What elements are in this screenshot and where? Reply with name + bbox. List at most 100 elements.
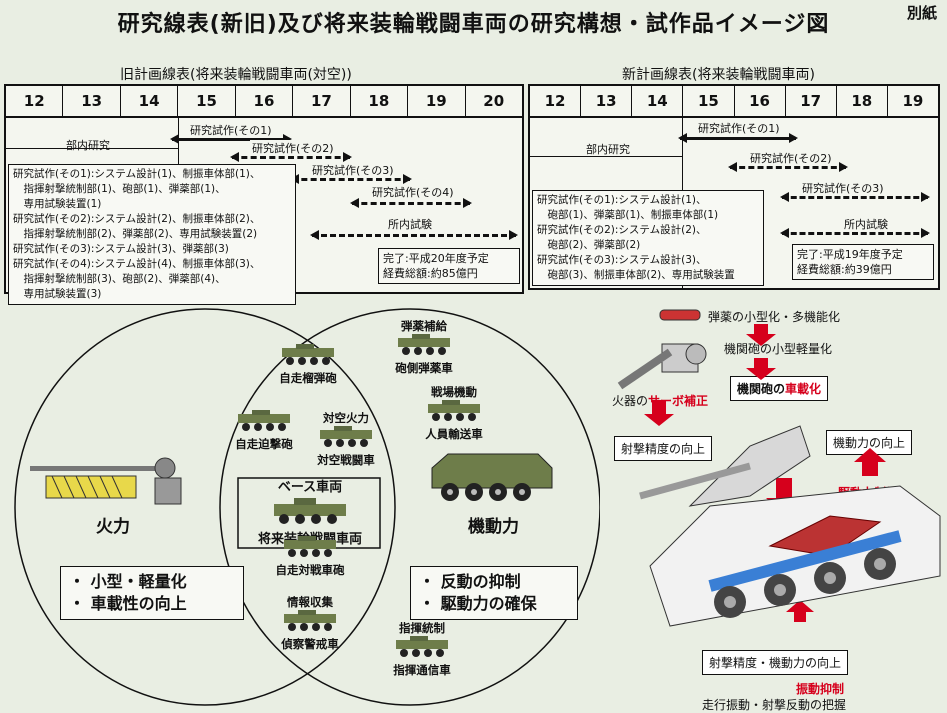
vehicle-item: 戦場機動人員輸送車 — [406, 384, 502, 442]
vehicle-group: 情報収集 — [287, 595, 333, 609]
old-year-15: 15 — [178, 86, 236, 116]
new-bar-label-3: 研究試作(その3) — [800, 180, 886, 196]
old-bar-1 — [170, 134, 292, 144]
firepower-points: ・ 小型・軽量化 ・ 車載性の向上 — [60, 566, 244, 620]
old-bar-3 — [290, 174, 412, 184]
gun-image — [30, 457, 182, 505]
accuracy-box: 射撃精度の向上 — [614, 436, 713, 461]
vehicle-group: 戦場機動 — [431, 385, 477, 399]
new-bar-3 — [780, 192, 930, 202]
vehicle-item: 自走榴弾砲 — [260, 344, 356, 386]
vehicle-group: 対空火力 — [323, 411, 369, 425]
vehicle-name: 人員輸送車 — [425, 427, 483, 441]
vehicle-item: 対空火力対空戦闘車 — [298, 410, 394, 468]
old-year-20: 20 — [483, 92, 505, 110]
old-bar-label-1: 研究試作(その1) — [188, 122, 274, 138]
vehicle-image — [238, 410, 290, 431]
new-bar-2 — [728, 162, 848, 172]
venn-diagram — [14, 308, 600, 706]
old-bar-label-2: 研究試作(その2) — [250, 140, 336, 156]
ammo-image — [659, 309, 701, 321]
new-completion: 完了:平成19年度予定経費総額:約39億円 — [792, 244, 934, 280]
vehicle-image — [284, 536, 336, 557]
new-year-17: 17 — [786, 86, 837, 116]
old-year-16: 16 — [236, 86, 294, 116]
firepower-label: 火力 — [96, 517, 130, 537]
appendix-tag: 別紙 — [906, 4, 937, 22]
new-bar-label-4: 所内試験 — [842, 216, 890, 232]
old-notes: 研究試作(その1):システム設計(1)、制振車体部(1)、 指揮射撃統制部(1)… — [8, 164, 296, 305]
new-plan-heading: 新計画線表(将来装輪戦闘車両) — [622, 67, 815, 83]
vehicle-name: 自走迫撃砲 — [235, 437, 293, 451]
mobility-points: ・ 反動の抑制 ・ 駆動力の確保 — [410, 566, 578, 620]
vehicle-group: 弾薬補給 — [401, 319, 447, 333]
vehicle-name: 偵察警戒車 — [281, 637, 339, 651]
new-year-14: 14 — [632, 86, 684, 116]
vehicle-image — [320, 426, 372, 447]
vehicle-cutaway-image — [639, 425, 941, 627]
old-year-13: 13 — [63, 86, 121, 116]
gun-mount-box: 機関砲の車載化 — [730, 376, 829, 401]
vehicle-item: 弾薬補給砲側弾薬車 — [376, 318, 472, 376]
firepower-circle — [14, 308, 396, 706]
new-year-18: 18 — [837, 86, 888, 116]
new-year-13: 13 — [581, 86, 633, 116]
vehicle-name: 自走対戦車砲 — [275, 563, 345, 577]
vehicle-group: 指揮統制 — [399, 621, 445, 635]
vehicle-item: 自走対戦車砲 — [262, 536, 358, 578]
new-bar-1 — [678, 133, 798, 143]
future-vehicle-image — [274, 498, 346, 524]
both-up-box: 射撃精度・機動力の向上 — [702, 650, 849, 675]
new-internal-research: 部内研究 — [584, 141, 632, 157]
new-year-15: 15 — [683, 86, 735, 116]
gun-light-text: 機関砲の小型軽量化 — [724, 342, 833, 356]
ammo-text: 弾薬の小型化・多機能化 — [708, 310, 841, 324]
new-bar-label-1: 研究試作(その1) — [696, 120, 782, 136]
vehicle-item: 自走迫撃砲 — [216, 410, 312, 452]
vehicle-image — [398, 334, 450, 355]
old-year-18: 18 — [351, 86, 409, 116]
old-bar-2 — [230, 152, 352, 162]
base-vehicle-label: ベース車両 — [277, 480, 343, 495]
old-plan-heading: 旧計画線表(将来装輪戦闘車両(対空)) — [120, 67, 352, 83]
old-bar-label-4: 研究試作(その4) — [370, 184, 456, 200]
bottom-text: 走行振動・射撃反動の把握 — [702, 698, 847, 712]
old-bar-4 — [350, 198, 472, 208]
old-year-12: 12 — [6, 86, 64, 116]
vib-control-text: 振動抑制 — [796, 682, 845, 696]
vehicle-item: 指揮統制指揮通信車 — [374, 620, 470, 678]
vehicle-name: 砲側弾薬車 — [395, 361, 453, 375]
new-notes: 研究試作(その1):システム設計(1)、 砲部(1)、弾薬部(1)、制振車体部(… — [532, 190, 764, 286]
vehicle-item: 情報収集偵察警戒車 — [262, 594, 358, 652]
new-year-12: 12 — [530, 86, 582, 116]
old-bar-label-3: 研究試作(その3) — [310, 162, 396, 178]
old-bar-label-5: 所内試験 — [386, 216, 434, 232]
new-year-16: 16 — [735, 86, 786, 116]
mobility-vehicle-image — [431, 453, 553, 501]
small-gun-image — [617, 343, 707, 390]
vehicle-name: 自走榴弾砲 — [279, 371, 337, 385]
vehicle-image — [396, 636, 448, 657]
vehicle-image — [284, 610, 336, 631]
mobility-label: 機動力 — [468, 517, 519, 537]
page-title: 研究線表(新旧)及び将来装輪戦闘車両の研究構想・試作品イメージ図 — [117, 12, 830, 37]
concept-illustration — [617, 309, 941, 627]
old-year-17: 17 — [293, 86, 351, 116]
old-completion: 完了:平成20年度予定経費総額:約85億円 — [378, 248, 520, 284]
mobility-circle — [219, 308, 600, 706]
old-internal-research: 部内研究 — [64, 137, 112, 153]
vehicle-image — [282, 344, 334, 365]
new-year-19: 19 — [902, 92, 924, 110]
new-bar-4 — [780, 228, 930, 238]
vehicle-name: 指揮通信車 — [393, 663, 451, 677]
vehicle-name: 対空戦闘車 — [317, 453, 375, 467]
new-bar-label-2: 研究試作(その2) — [748, 150, 834, 166]
old-year-14: 14 — [121, 86, 179, 116]
vehicle-image — [428, 400, 480, 421]
old-bar-5 — [310, 230, 518, 240]
old-year-19: 19 — [408, 86, 466, 116]
